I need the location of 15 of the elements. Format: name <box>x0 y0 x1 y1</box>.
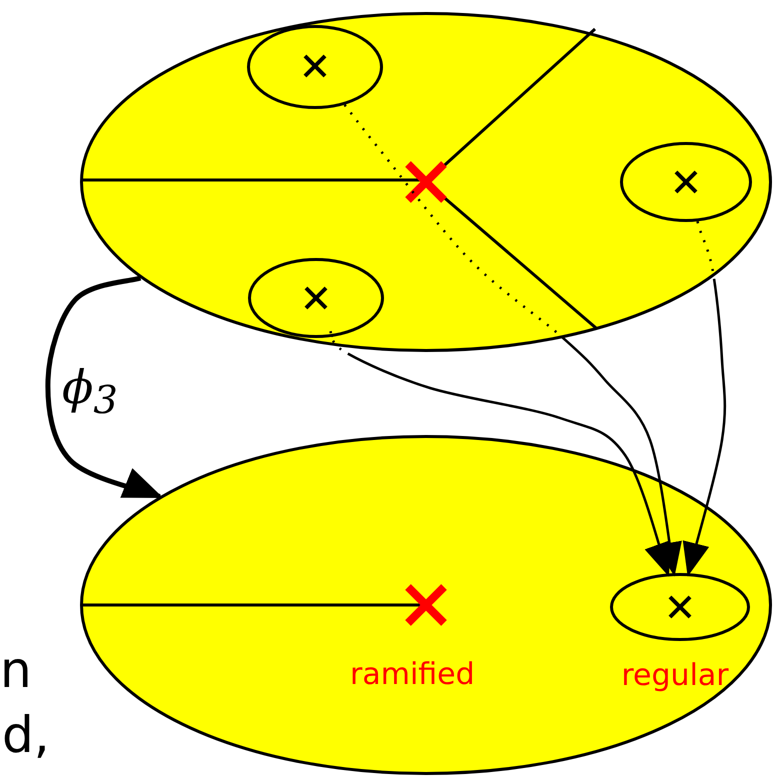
disk-ellipse <box>620 142 752 222</box>
arrow <box>328 328 672 577</box>
map-arrow <box>45 276 164 500</box>
surface-ellipse <box>80 12 772 352</box>
arrow <box>344 104 682 576</box>
edge-label: ϕ$_{3}$ <box>62 360 118 424</box>
annotation-text: regular <box>620 661 730 691</box>
annotation-text: ramified <box>350 660 475 690</box>
disk-ellipse <box>247 25 383 109</box>
disk-ellipse <box>248 258 384 338</box>
text-fragment: d, <box>2 710 50 760</box>
disk-ellipse <box>610 573 750 641</box>
text-fragment: n <box>0 645 32 695</box>
arrow <box>683 221 726 577</box>
surface-ellipse <box>80 435 772 775</box>
